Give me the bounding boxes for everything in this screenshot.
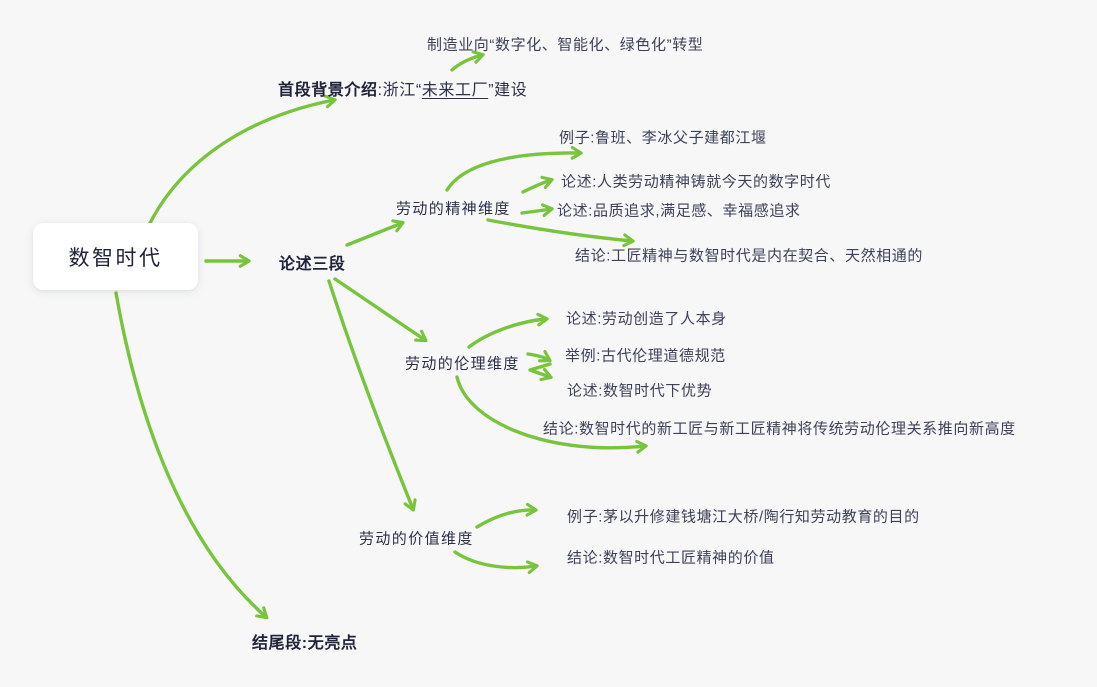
spirit-point1-node[interactable]: 论述:人类劳动精神铸就今天的数字时代 bbox=[561, 173, 831, 191]
intro-node-bold-label: 首段背景介绍 bbox=[278, 82, 378, 99]
ethics-dimension-node[interactable]: 劳动的伦理维度 bbox=[405, 355, 520, 373]
edge-ethics-zigzag-b bbox=[528, 362, 553, 382]
value-dimension-node[interactable]: 劳动的价值维度 bbox=[359, 530, 474, 548]
edge-spirit-to-conclusion bbox=[486, 218, 635, 248]
edge-intro-to-transform bbox=[450, 50, 485, 72]
ethics-conclusion-node[interactable]: 结论:数智时代的新工匠与新工匠精神将传统劳动伦理关系推向新高度 bbox=[543, 420, 1016, 438]
ethics-point1-node[interactable]: 论述:劳动创造了人本身 bbox=[566, 310, 727, 328]
edge-value-to-conclusion bbox=[453, 550, 539, 575]
intro-node-underlined: 未来工厂 bbox=[421, 82, 489, 99]
value-example-node[interactable]: 例子:茅以升修建钱塘江大桥/陶行知劳动教育的目的 bbox=[567, 508, 920, 526]
edge-ethics-zigzag-a bbox=[526, 349, 552, 363]
root-node[interactable]: 数智时代 bbox=[33, 223, 198, 290]
spirit-example-node[interactable]: 例子:鲁班、李冰父子建都江堰 bbox=[559, 129, 767, 147]
spirit-conclusion-node[interactable]: 结论:工匠精神与数智时代是内在契合、天然相通的 bbox=[575, 247, 923, 265]
edge-body-to-ethics bbox=[333, 277, 428, 343]
body-node[interactable]: 论述三段 bbox=[279, 256, 346, 273]
edge-root-to-ending bbox=[114, 291, 269, 620]
edge-value-to-example bbox=[475, 502, 538, 529]
intro-node-mid: :浙江“ bbox=[377, 82, 422, 99]
edge-body-to-spirit bbox=[345, 219, 405, 247]
intro-node-suffix: ”建设 bbox=[488, 82, 528, 99]
spirit-dimension-node[interactable]: 劳动的精神维度 bbox=[396, 200, 511, 218]
value-conclusion-node[interactable]: 结论:数智时代工匠精神的价值 bbox=[567, 549, 775, 567]
spirit-point2-node[interactable]: 论述:品质追求,满足感、幸福感追求 bbox=[557, 202, 801, 220]
ending-node[interactable]: 结尾段:无亮点 bbox=[252, 635, 358, 652]
ethics-example-node[interactable]: 举例:古代伦理道德规范 bbox=[565, 347, 726, 365]
edge-body-to-value bbox=[327, 279, 417, 512]
intro-node[interactable]: 首段背景介绍:浙江“未来工厂”建设 bbox=[278, 76, 527, 100]
root-node-label: 数智时代 bbox=[68, 246, 163, 270]
edge-ethics-to-point1 bbox=[467, 312, 549, 349]
ethics-point2-node[interactable]: 论述:数智时代下优势 bbox=[567, 382, 713, 400]
edge-spirit-to-point2 bbox=[520, 203, 554, 218]
edge-root-to-intro bbox=[146, 94, 337, 229]
intro-child-node[interactable]: 制造业向“数字化、智能化、绿色化”转型 bbox=[427, 36, 704, 54]
edge-spirit-to-point1 bbox=[521, 175, 554, 194]
